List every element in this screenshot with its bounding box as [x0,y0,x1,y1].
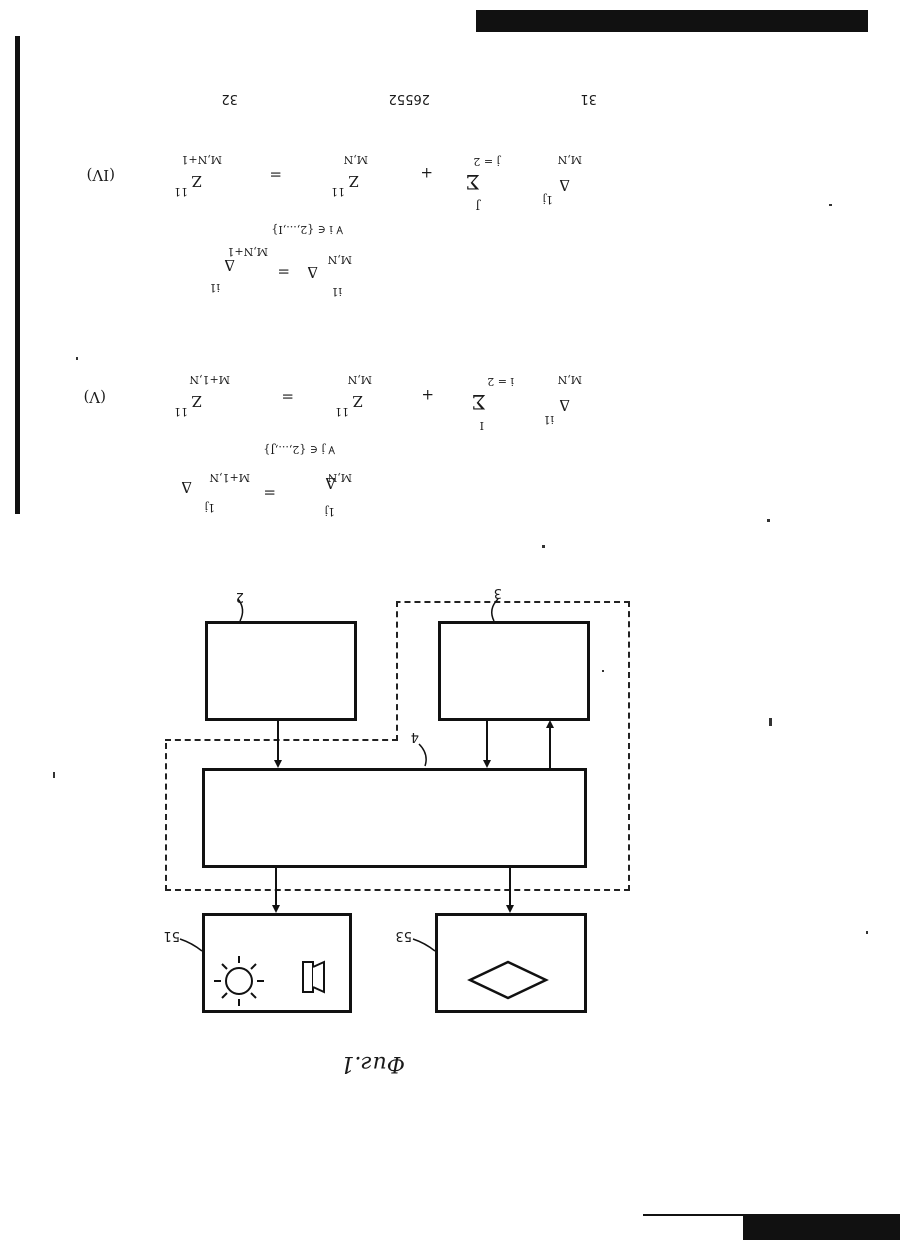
lamp-icon [214,956,264,1006]
scan-speck [767,519,770,522]
figure-caption: Фиг.1 [340,1051,405,1076]
scan-speck [76,357,78,360]
scan-speck [602,670,604,672]
scan-speck [829,204,832,206]
label-4: 4 [411,729,419,744]
scan-speck [769,718,772,726]
leader-line-4 [419,744,426,766]
leader-line-51 [180,939,202,951]
label-2: 2 [236,589,244,604]
diamond-icon [470,962,546,998]
label-53: 53 [395,928,412,943]
scan-speck [542,545,545,548]
leader-line-3 [492,599,498,621]
leader-line-53 [413,939,435,951]
speaker-icon [303,962,324,992]
label-51: 51 [163,928,180,943]
label-3: 3 [494,585,502,600]
scan-speck [866,931,868,934]
scan-speck [53,772,55,778]
